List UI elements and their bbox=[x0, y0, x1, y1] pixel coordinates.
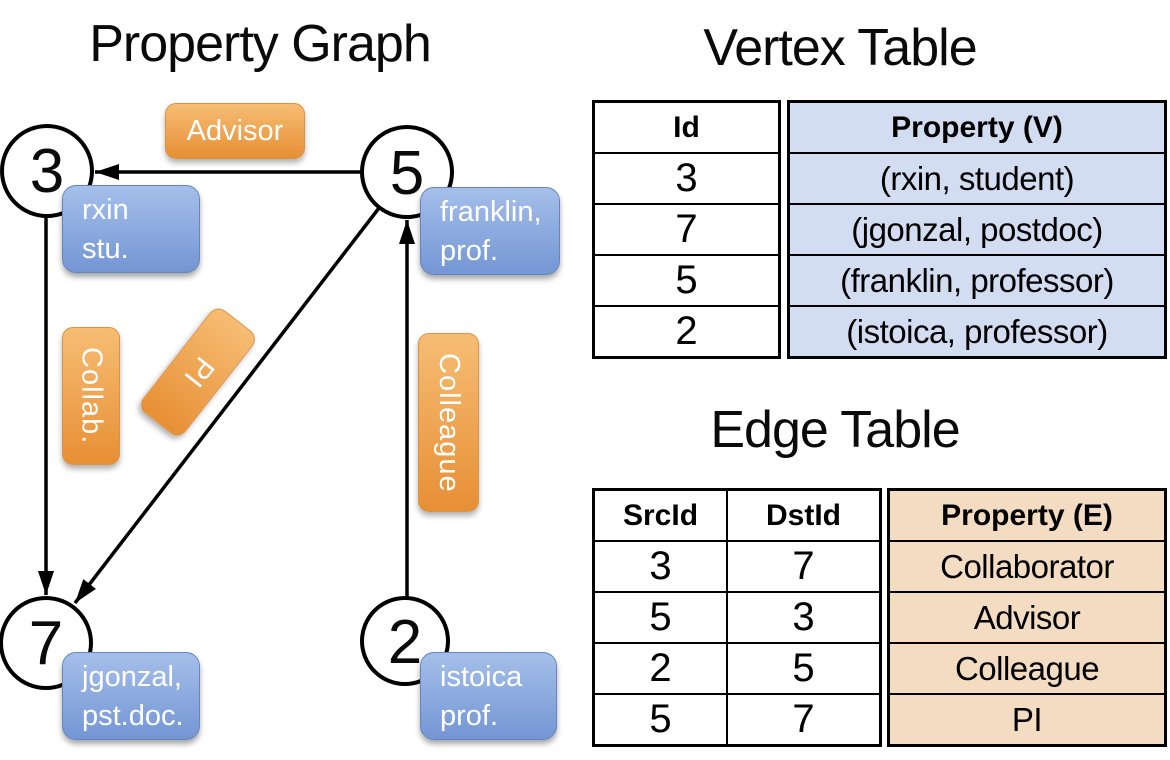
edge-label-text: Collab. bbox=[75, 347, 108, 445]
edge-table-header-dstid: DstId bbox=[726, 488, 882, 542]
edge-pi-arrow bbox=[73, 206, 381, 605]
vertex-label-line: rxin bbox=[82, 194, 129, 226]
vertex-table: Id 3 7 5 2 Property (V) (rxin, student) … bbox=[592, 100, 1167, 359]
edge-table: SrcId DstId 3 7 5 3 2 5 5 7 Property (E) bbox=[592, 488, 1167, 747]
table-row: Colleague bbox=[887, 642, 1167, 695]
vertex-id-7: 7 bbox=[28, 608, 64, 678]
table-row: (franklin, professor) bbox=[787, 254, 1167, 307]
table-row: 3 bbox=[592, 152, 781, 205]
edge-table-id-columns: SrcId DstId 3 7 5 3 2 5 5 7 bbox=[592, 488, 882, 747]
vertex-label-rxin: rxin stu. bbox=[62, 185, 200, 273]
table-row: 5 7 bbox=[592, 693, 882, 747]
edge-label-advisor: Advisor bbox=[165, 103, 305, 159]
table-row: 5 3 bbox=[592, 591, 882, 644]
edge-table-property-column: Property (E) Collaborator Advisor Collea… bbox=[887, 488, 1167, 747]
vertex-label-line: jgonzal, bbox=[82, 661, 182, 693]
vertex-table-title: Vertex Table bbox=[703, 19, 977, 77]
vertex-table-id-column: Id 3 7 5 2 bbox=[592, 100, 781, 359]
table-row: 2 bbox=[592, 305, 781, 359]
table-row: Collaborator bbox=[887, 540, 1167, 593]
edge-table-header-srcid: SrcId bbox=[592, 488, 728, 542]
table-row: Advisor bbox=[887, 591, 1167, 644]
table-row: (istoica, professor) bbox=[787, 305, 1167, 359]
vertex-label-line: stu. bbox=[82, 233, 129, 265]
edge-label-text: Advisor bbox=[186, 114, 284, 147]
vertex-id-2: 2 bbox=[387, 607, 423, 677]
table-row: PI bbox=[887, 693, 1167, 747]
vertex-label-line: istoica bbox=[440, 661, 523, 693]
vertex-label-line: franklin, bbox=[440, 196, 542, 228]
table-row: (jgonzal, postdoc) bbox=[787, 203, 1167, 256]
vertex-label-istoica: istoica prof. bbox=[420, 652, 557, 740]
property-graph-title: Property Graph bbox=[89, 15, 432, 73]
vertex-table-header-id: Id bbox=[592, 100, 781, 154]
vertex-label-line: prof. bbox=[440, 700, 499, 732]
vertex-id-5: 5 bbox=[389, 138, 425, 208]
vertex-label-line: pst.doc. bbox=[82, 700, 184, 732]
edge-table-title: Edge Table bbox=[710, 401, 960, 459]
edge-label-text: PI bbox=[176, 350, 221, 394]
table-row: (rxin, student) bbox=[787, 152, 1167, 205]
vertex-label-jgonzal: jgonzal, pst.doc. bbox=[62, 652, 200, 740]
vertex-label-line: prof. bbox=[440, 235, 499, 267]
table-row: 2 5 bbox=[592, 642, 882, 695]
table-row: 7 bbox=[592, 203, 781, 256]
edge-label-text: Colleague bbox=[433, 352, 465, 493]
vertex-table-property-column: Property (V) (rxin, student) (jgonzal, p… bbox=[787, 100, 1167, 359]
edge-table-header-property: Property (E) bbox=[887, 488, 1167, 542]
table-row: 3 7 bbox=[592, 540, 882, 593]
vertex-label-franklin: franklin, prof. bbox=[420, 187, 560, 275]
vertex-id-3: 3 bbox=[29, 136, 65, 206]
table-row: 5 bbox=[592, 254, 781, 307]
vertex-table-header-property: Property (V) bbox=[787, 100, 1167, 154]
edge-label-collab: Collab. bbox=[62, 327, 120, 465]
edge-label-colleague: Colleague bbox=[418, 333, 479, 512]
